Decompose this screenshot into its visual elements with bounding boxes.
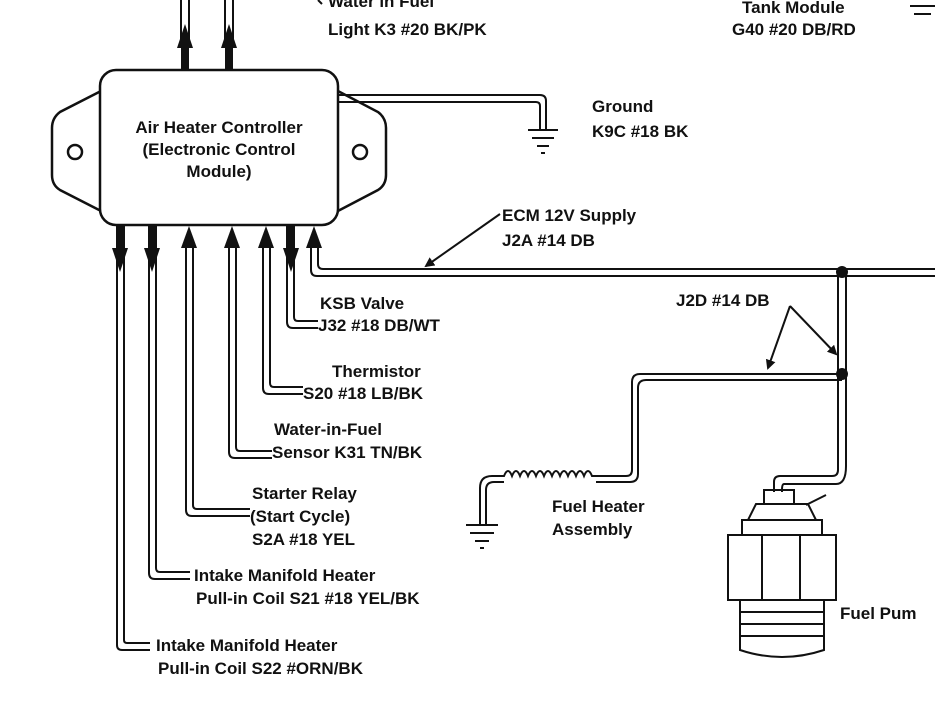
- label-thermistor-2: S20 #18 LB/BK: [303, 384, 423, 403]
- top-arrows: [177, 24, 237, 70]
- label-ecm-supply-1: ECM 12V Supply: [502, 206, 637, 225]
- arrow-up-4: [224, 226, 240, 248]
- arrow-up-5: [258, 226, 274, 248]
- bottom-wires: [116, 226, 935, 651]
- leader-lines: [424, 213, 838, 370]
- j2d-wiring: [596, 272, 847, 492]
- label-intake-heater-s22-1: Intake Manifold Heater: [156, 636, 338, 655]
- fuel-pump-sensor: [727, 489, 837, 658]
- label-ground-2: K9C #18 BK: [592, 122, 689, 141]
- label-wif-sensor-1: Water-in-Fuel: [274, 420, 382, 439]
- junction-dots: [836, 266, 848, 380]
- label-intake-heater-s21-2: Pull-in Coil S21 #18 YEL/BK: [196, 589, 420, 608]
- label-tank-module-1: Tank Module: [742, 0, 845, 17]
- label-ecm-supply-2: J2A #14 DB: [502, 231, 595, 250]
- label-water-in-fuel-light-1: Water in Fuel: [328, 0, 435, 11]
- label-fuel-pump: Fuel Pum: [840, 604, 917, 623]
- label-j2d: J2D #14 DB: [676, 291, 770, 310]
- arrow-up-7: [306, 226, 322, 248]
- bottom-arrows: [112, 226, 322, 272]
- label-thermistor-1: Thermistor: [332, 362, 421, 381]
- arrow-up-2: [221, 24, 237, 48]
- label-starter-relay-1: Starter Relay: [252, 484, 357, 503]
- label-starter-relay-2: (Start Cycle): [250, 507, 351, 526]
- label-tank-module-2: G40 #20 DB/RD: [732, 20, 856, 39]
- fuel-heater-coil: [466, 470, 596, 549]
- label-starter-relay-3: S2A #18 YEL: [252, 530, 356, 549]
- ecm-label-line2: (Electronic Control: [142, 140, 296, 159]
- junction-dot-mid: [836, 368, 848, 380]
- arrow-down-2: [144, 248, 160, 272]
- label-wif-sensor-2: Sensor K31 TN/BK: [272, 443, 423, 462]
- arrow-down-6: [283, 248, 299, 272]
- top-wires: [180, 0, 323, 46]
- arrow-up-3: [181, 226, 197, 248]
- label-fuel-heater-1: Fuel Heater: [552, 497, 645, 516]
- label-ksb-valve-2: J32 #18 DB/WT: [318, 316, 440, 335]
- ecm-label-line3: Module): [186, 162, 252, 181]
- ecm-module: [50, 68, 388, 227]
- tank-ground-symbol: [910, 5, 935, 15]
- label-ground-1: Ground: [592, 97, 654, 116]
- ecm-label: Air Heater Controller (Electronic Contro…: [104, 117, 334, 183]
- junction-dot-top: [836, 266, 848, 278]
- label-ksb-valve-1: KSB Valve: [320, 294, 405, 313]
- ecm-label-line1: Air Heater Controller: [135, 118, 303, 137]
- label-fuel-heater-2: Assembly: [552, 520, 633, 539]
- label-water-in-fuel-light-2: Light K3 #20 BK/PK: [328, 20, 487, 39]
- arrow-down-1: [112, 248, 128, 272]
- ground-wire: [338, 94, 558, 154]
- arrow-up-1: [177, 24, 193, 48]
- label-intake-heater-s21-1: Intake Manifold Heater: [194, 566, 376, 585]
- label-intake-heater-s22-2: Pull-in Coil S22 #ORN/BK: [158, 659, 363, 678]
